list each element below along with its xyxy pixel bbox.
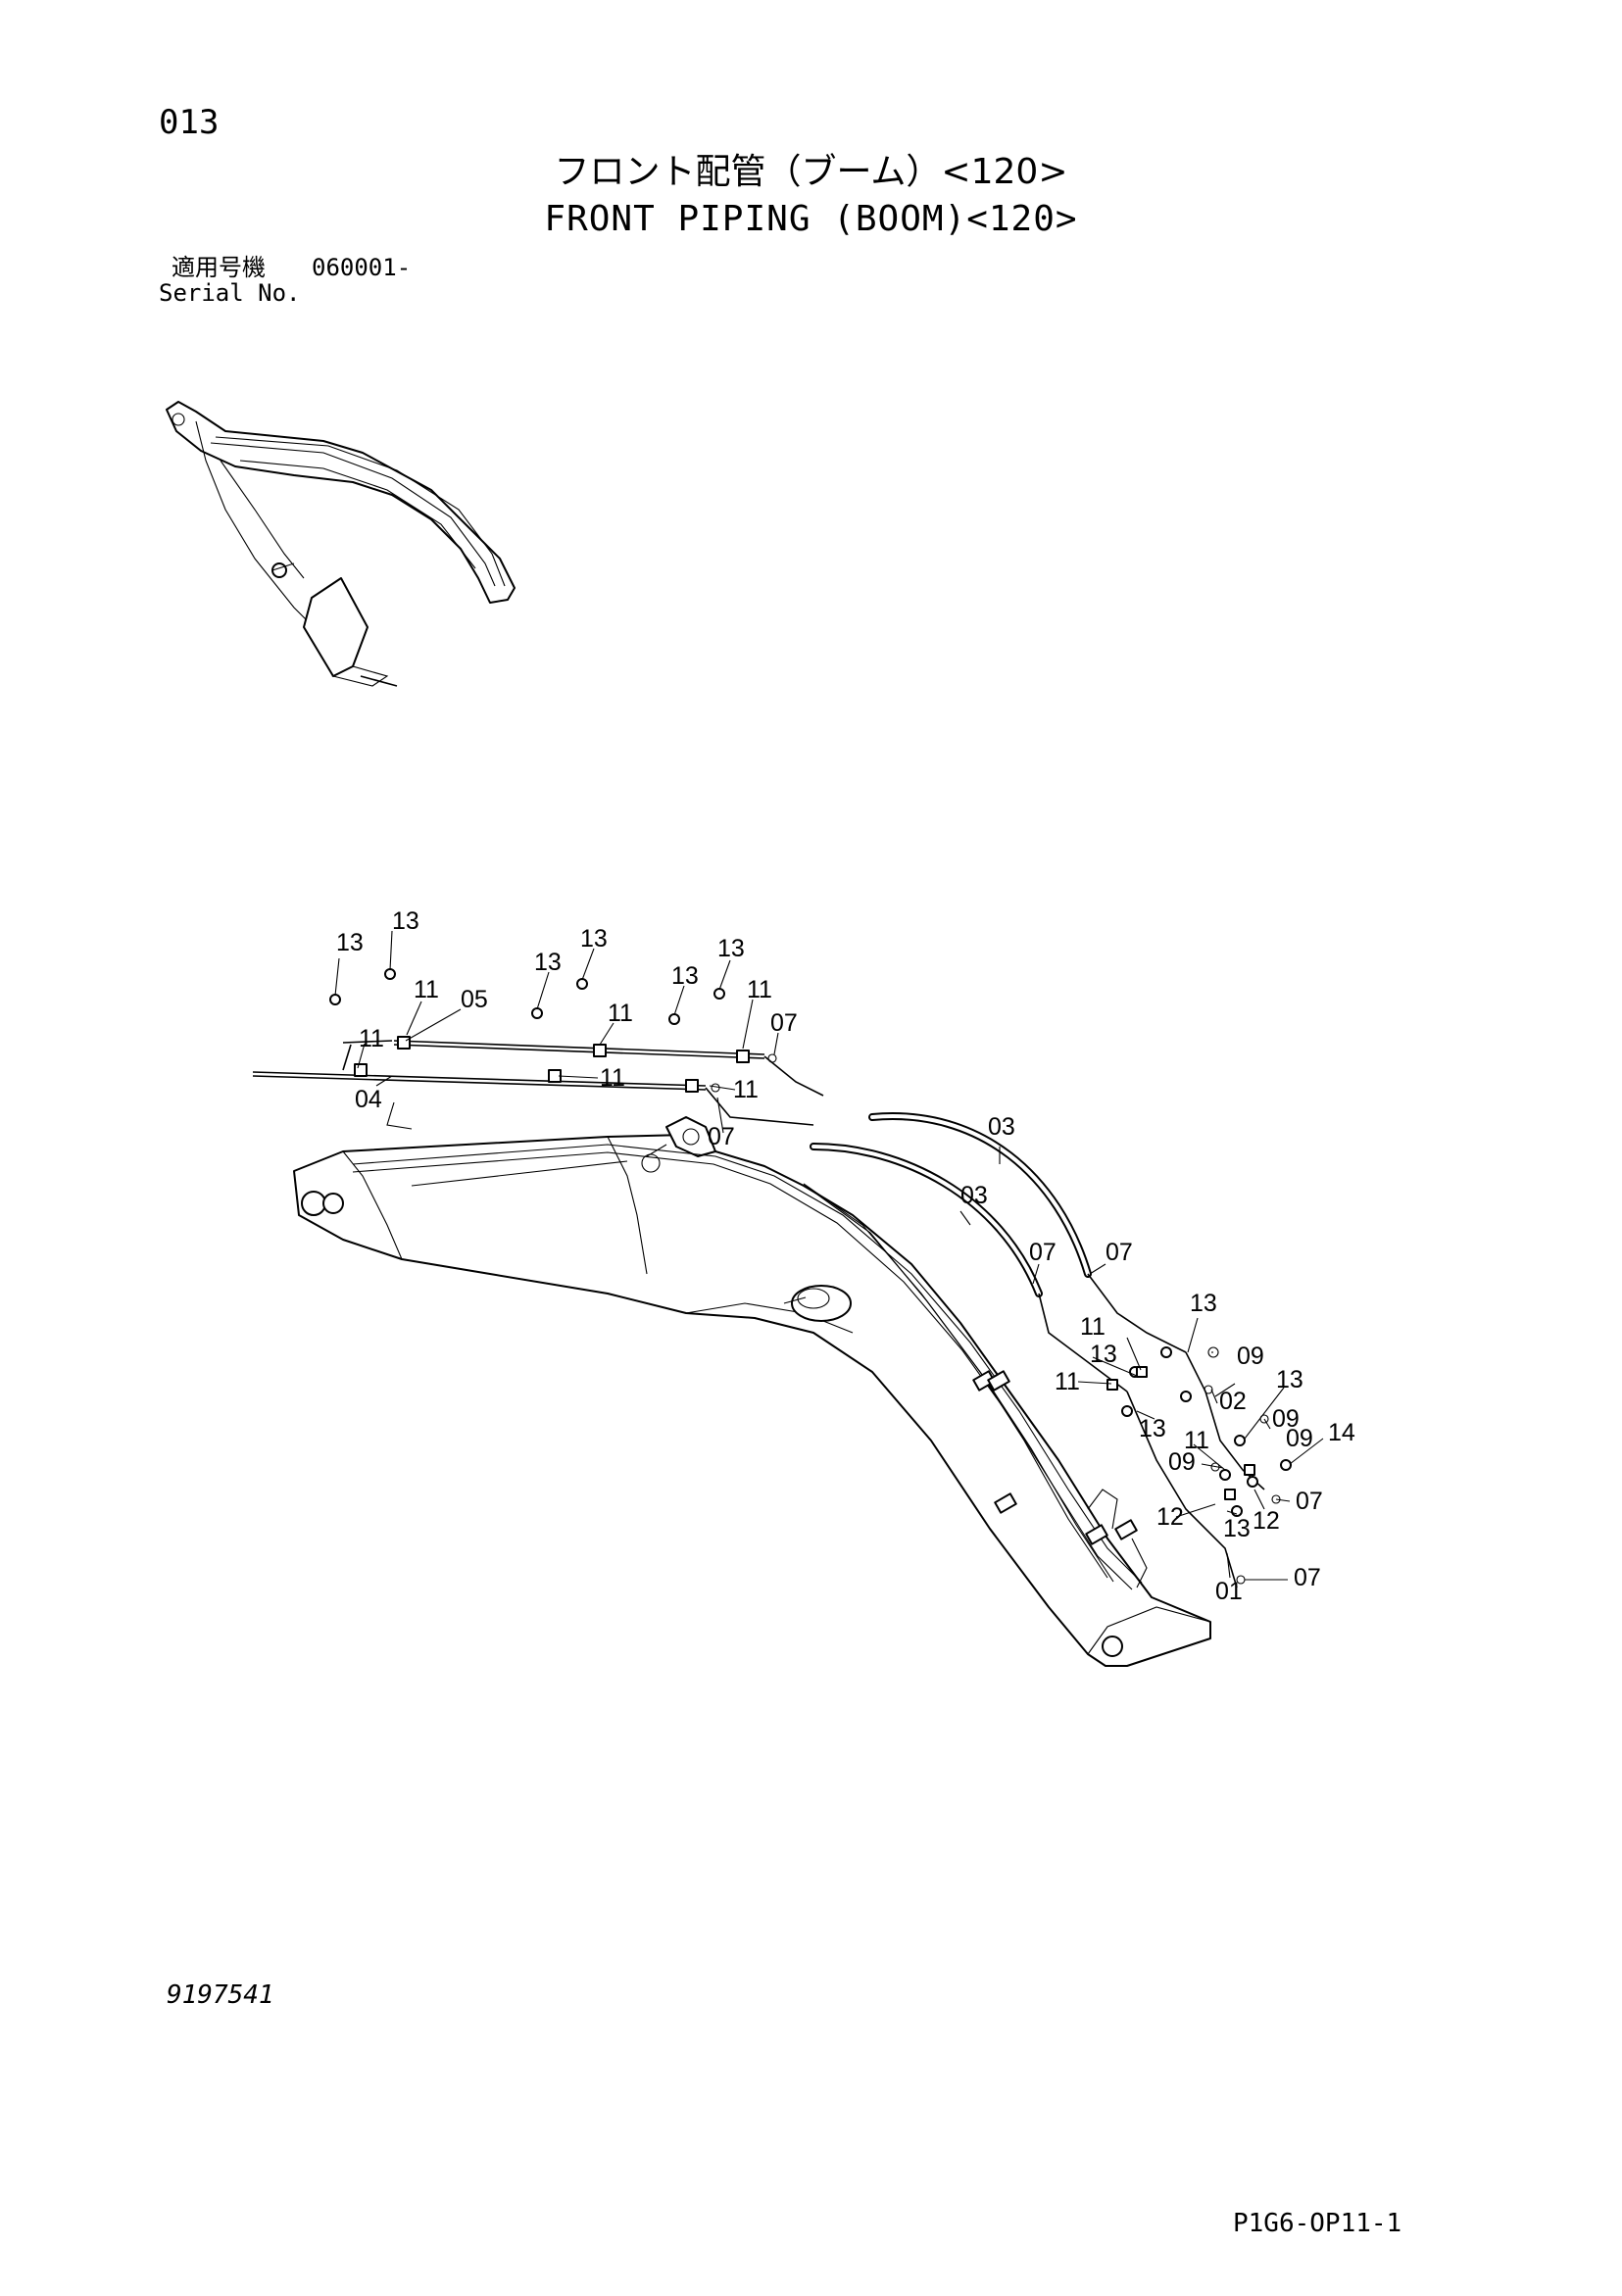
callout-label: 07 bbox=[1029, 1239, 1057, 1266]
fittings-assembly bbox=[1106, 1346, 1292, 1588]
callout-label: 13 bbox=[1090, 1341, 1117, 1368]
hose-assembly bbox=[810, 1112, 1187, 1392]
serial-label-english: Serial No. bbox=[159, 279, 301, 307]
callout-label: 03 bbox=[960, 1182, 988, 1209]
callout-label: 13 bbox=[392, 907, 419, 935]
callout-label: 05 bbox=[461, 986, 488, 1013]
page-number: 013 bbox=[159, 103, 220, 142]
callout-label: 13 bbox=[534, 949, 562, 976]
callout-label: 11 bbox=[359, 1025, 384, 1052]
callout-label: 13 bbox=[580, 925, 608, 953]
page-title-english: FRONT PIPING (BOOM)<120> bbox=[544, 199, 1078, 239]
callout-label: 13 bbox=[1190, 1290, 1217, 1317]
callout-label: 07 bbox=[1296, 1488, 1323, 1515]
callout-label: 09 bbox=[1168, 1448, 1196, 1476]
callout-labels: 13 13 11 05 11 04 13 13 11 11 13 13 11 1… bbox=[336, 907, 1355, 1605]
page-title-japanese: フロント配管（ブーム）<120> bbox=[554, 152, 1068, 192]
callout-label: 11 bbox=[747, 976, 772, 1003]
overview-illustration bbox=[166, 401, 516, 687]
callout-label: 11 bbox=[608, 1000, 633, 1027]
callout-label: 13 bbox=[1223, 1515, 1251, 1542]
callout-label: 11 bbox=[1080, 1313, 1106, 1341]
callout-label: 13 bbox=[1276, 1366, 1303, 1393]
drawing-number: 9197541 bbox=[167, 1980, 274, 2010]
callout-label: 07 bbox=[708, 1123, 735, 1150]
callout-label: 12 bbox=[1156, 1503, 1184, 1531]
callout-label: 11 bbox=[733, 1076, 759, 1103]
callout-label: 12 bbox=[1253, 1507, 1280, 1535]
callout-label: 02 bbox=[1219, 1388, 1247, 1415]
sheet-code: P1G6-OP11-1 bbox=[1233, 2209, 1402, 2238]
callout-label: 11 bbox=[1055, 1368, 1080, 1395]
callout-label: 07 bbox=[1294, 1564, 1321, 1591]
callout-label: 07 bbox=[1106, 1239, 1133, 1266]
callout-label: 13 bbox=[336, 929, 364, 956]
callout-label: 04 bbox=[355, 1086, 382, 1113]
callout-label: 13 bbox=[717, 935, 745, 962]
callout-label: 09 bbox=[1237, 1343, 1264, 1370]
boom-body bbox=[293, 1101, 1211, 1667]
callout-label: 09 bbox=[1272, 1405, 1300, 1433]
serial-label-japanese: 適用号機 bbox=[172, 254, 266, 281]
callout-label: 11 bbox=[1184, 1427, 1209, 1454]
callout-label: 11 bbox=[414, 976, 439, 1003]
pipe-assembly bbox=[252, 968, 824, 1126]
callout-label: 13 bbox=[1139, 1415, 1166, 1442]
serial-number-range: 060001- bbox=[312, 254, 412, 281]
leader-lines bbox=[334, 930, 1324, 1581]
callout-label: 07 bbox=[770, 1009, 798, 1037]
callout-label: 14 bbox=[1328, 1419, 1355, 1446]
callout-label: 13 bbox=[671, 962, 699, 990]
callout-label: 01 bbox=[1215, 1578, 1243, 1605]
callout-label: 03 bbox=[988, 1113, 1015, 1141]
callout-label: 09 bbox=[1286, 1425, 1313, 1452]
callout-label: 11 bbox=[600, 1064, 625, 1092]
